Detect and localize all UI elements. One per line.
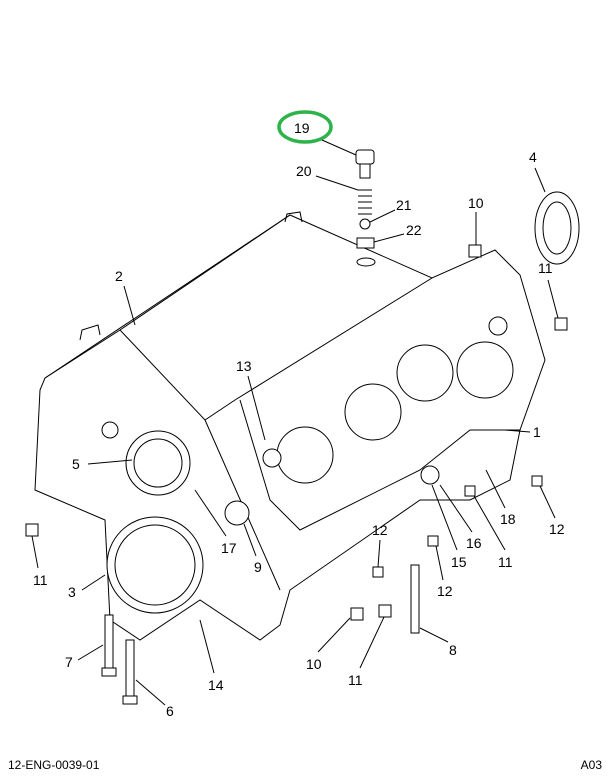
drawing-id: 12-ENG-0039-01: [8, 758, 100, 772]
callout-11[interactable]: 11: [348, 672, 363, 688]
callout-22[interactable]: 22: [406, 222, 422, 238]
engine-block-drawing: [25, 149, 580, 705]
callout-11[interactable]: 11: [498, 554, 513, 570]
callout-11[interactable]: 11: [33, 572, 48, 588]
callout-6[interactable]: 6: [166, 703, 174, 719]
callout-11[interactable]: 11: [538, 260, 553, 276]
highlight-ring: [277, 110, 333, 144]
callout-9[interactable]: 9: [254, 559, 262, 575]
callout-14[interactable]: 14: [208, 677, 224, 693]
callout-7[interactable]: 7: [65, 654, 73, 670]
callout-17[interactable]: 17: [221, 540, 237, 556]
callout-10[interactable]: 10: [468, 195, 484, 211]
callout-18[interactable]: 18: [500, 511, 516, 527]
callout-1[interactable]: 1: [533, 424, 541, 440]
callout-4[interactable]: 4: [529, 149, 537, 165]
callout-8[interactable]: 8: [449, 642, 457, 658]
revision-code: A03: [580, 758, 602, 772]
callout-19[interactable]: 19: [294, 120, 310, 136]
callout-21[interactable]: 21: [396, 197, 412, 213]
callout-2[interactable]: 2: [115, 268, 123, 284]
callout-10[interactable]: 10: [306, 656, 322, 672]
callout-12[interactable]: 12: [372, 522, 388, 538]
callout-12[interactable]: 12: [437, 583, 453, 599]
callout-12[interactable]: 12: [549, 521, 565, 537]
callout-16[interactable]: 16: [466, 535, 482, 551]
callout-13[interactable]: 13: [236, 358, 252, 374]
callout-20[interactable]: 20: [296, 163, 312, 179]
callout-3[interactable]: 3: [68, 584, 76, 600]
callout-5[interactable]: 5: [72, 456, 80, 472]
callout-15[interactable]: 15: [451, 554, 467, 570]
callouts: 19 20 21 22 4 10 11 2 13 1 5 17 9 12 16 …: [33, 120, 565, 719]
leader-lines: [31, 139, 559, 706]
